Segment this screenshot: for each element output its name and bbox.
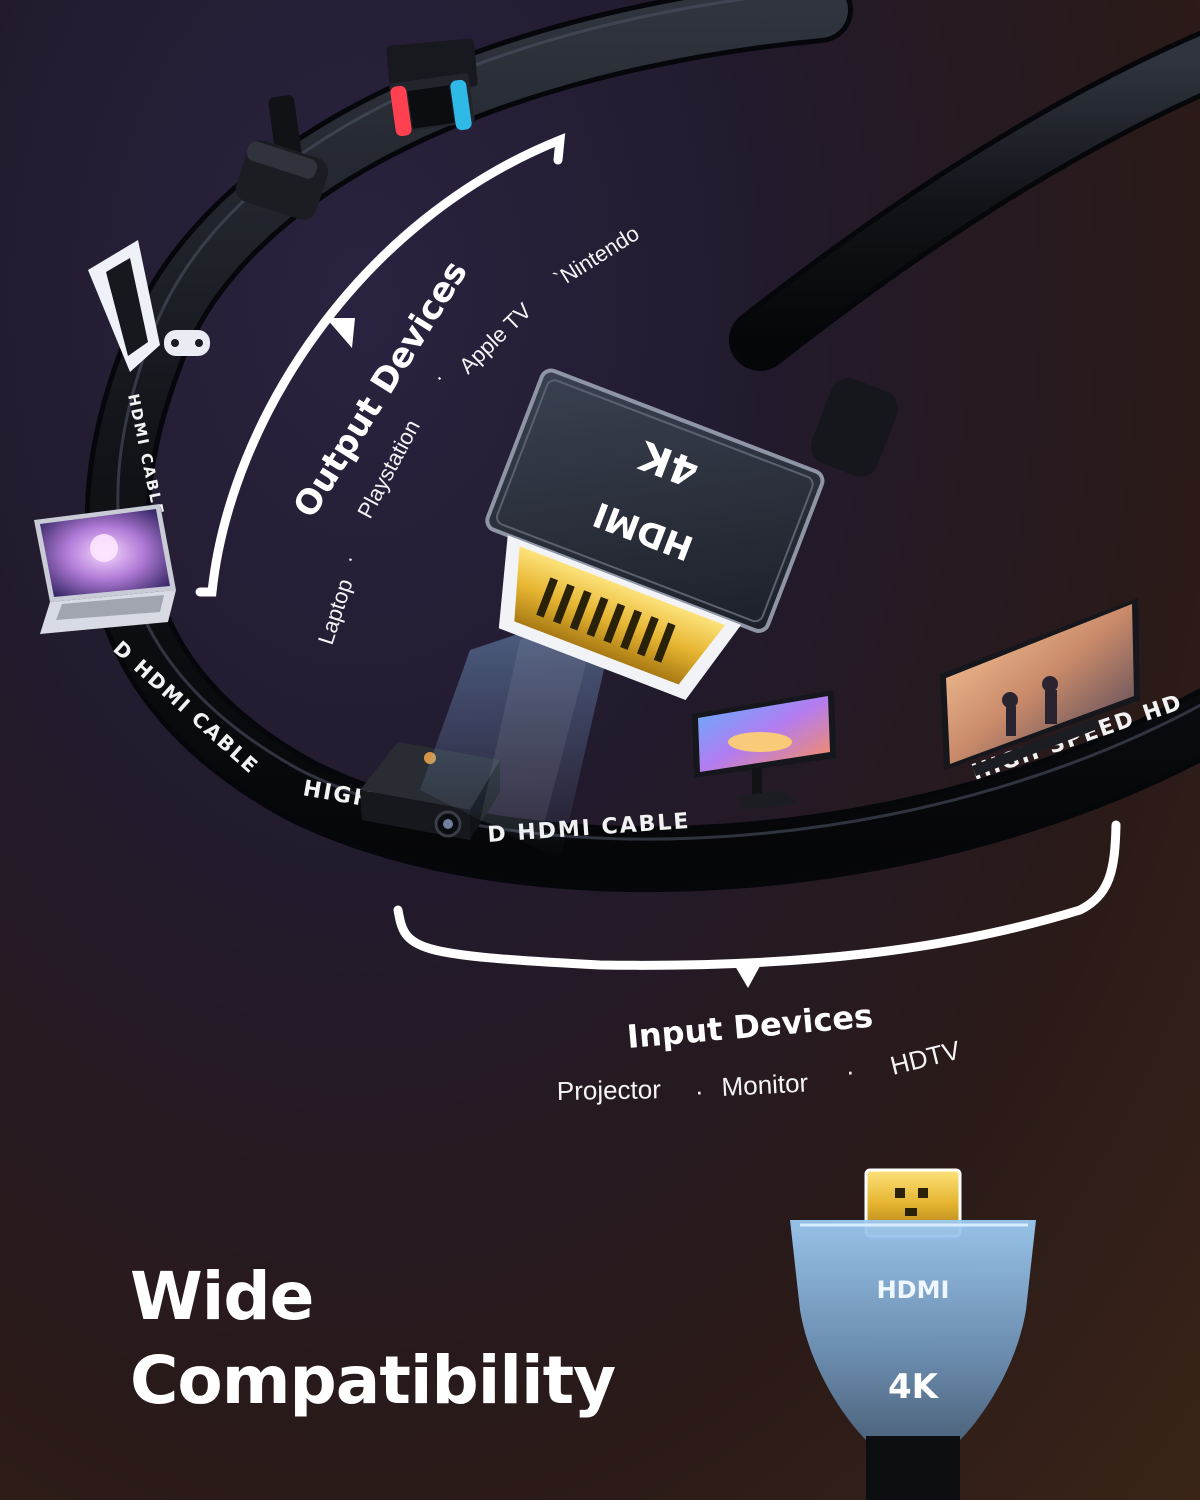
- page-title: Wide Compatibility: [130, 1255, 690, 1423]
- input-separator-2: ·: [846, 1056, 855, 1086]
- badge-brand: HDMI: [877, 1276, 950, 1304]
- hdtv-icon: [940, 598, 1140, 776]
- input-item-monitor: Monitor: [721, 1067, 809, 1102]
- nintendo-switch-icon: [386, 38, 478, 137]
- monitor-icon: [692, 690, 836, 810]
- connector-light-beams: [420, 600, 620, 860]
- output-bracket: [195, 133, 566, 597]
- input-bracket-arrow: [735, 966, 760, 988]
- output-bracket-arrow: [326, 318, 355, 348]
- title-line-1: Wide: [130, 1258, 314, 1335]
- badge-resolution: 4K: [888, 1367, 940, 1407]
- playstation-icon: [88, 240, 210, 372]
- input-bracket: [393, 820, 1121, 970]
- laptop-icon: [34, 504, 176, 634]
- input-item-projector: Projector: [557, 1074, 662, 1106]
- hdmi-connector: 4K HDMI: [485, 368, 898, 700]
- input-separator-1: ·: [695, 1076, 704, 1106]
- title-line-2: Compatibility: [130, 1342, 616, 1419]
- apple-tv-icon: [235, 95, 329, 220]
